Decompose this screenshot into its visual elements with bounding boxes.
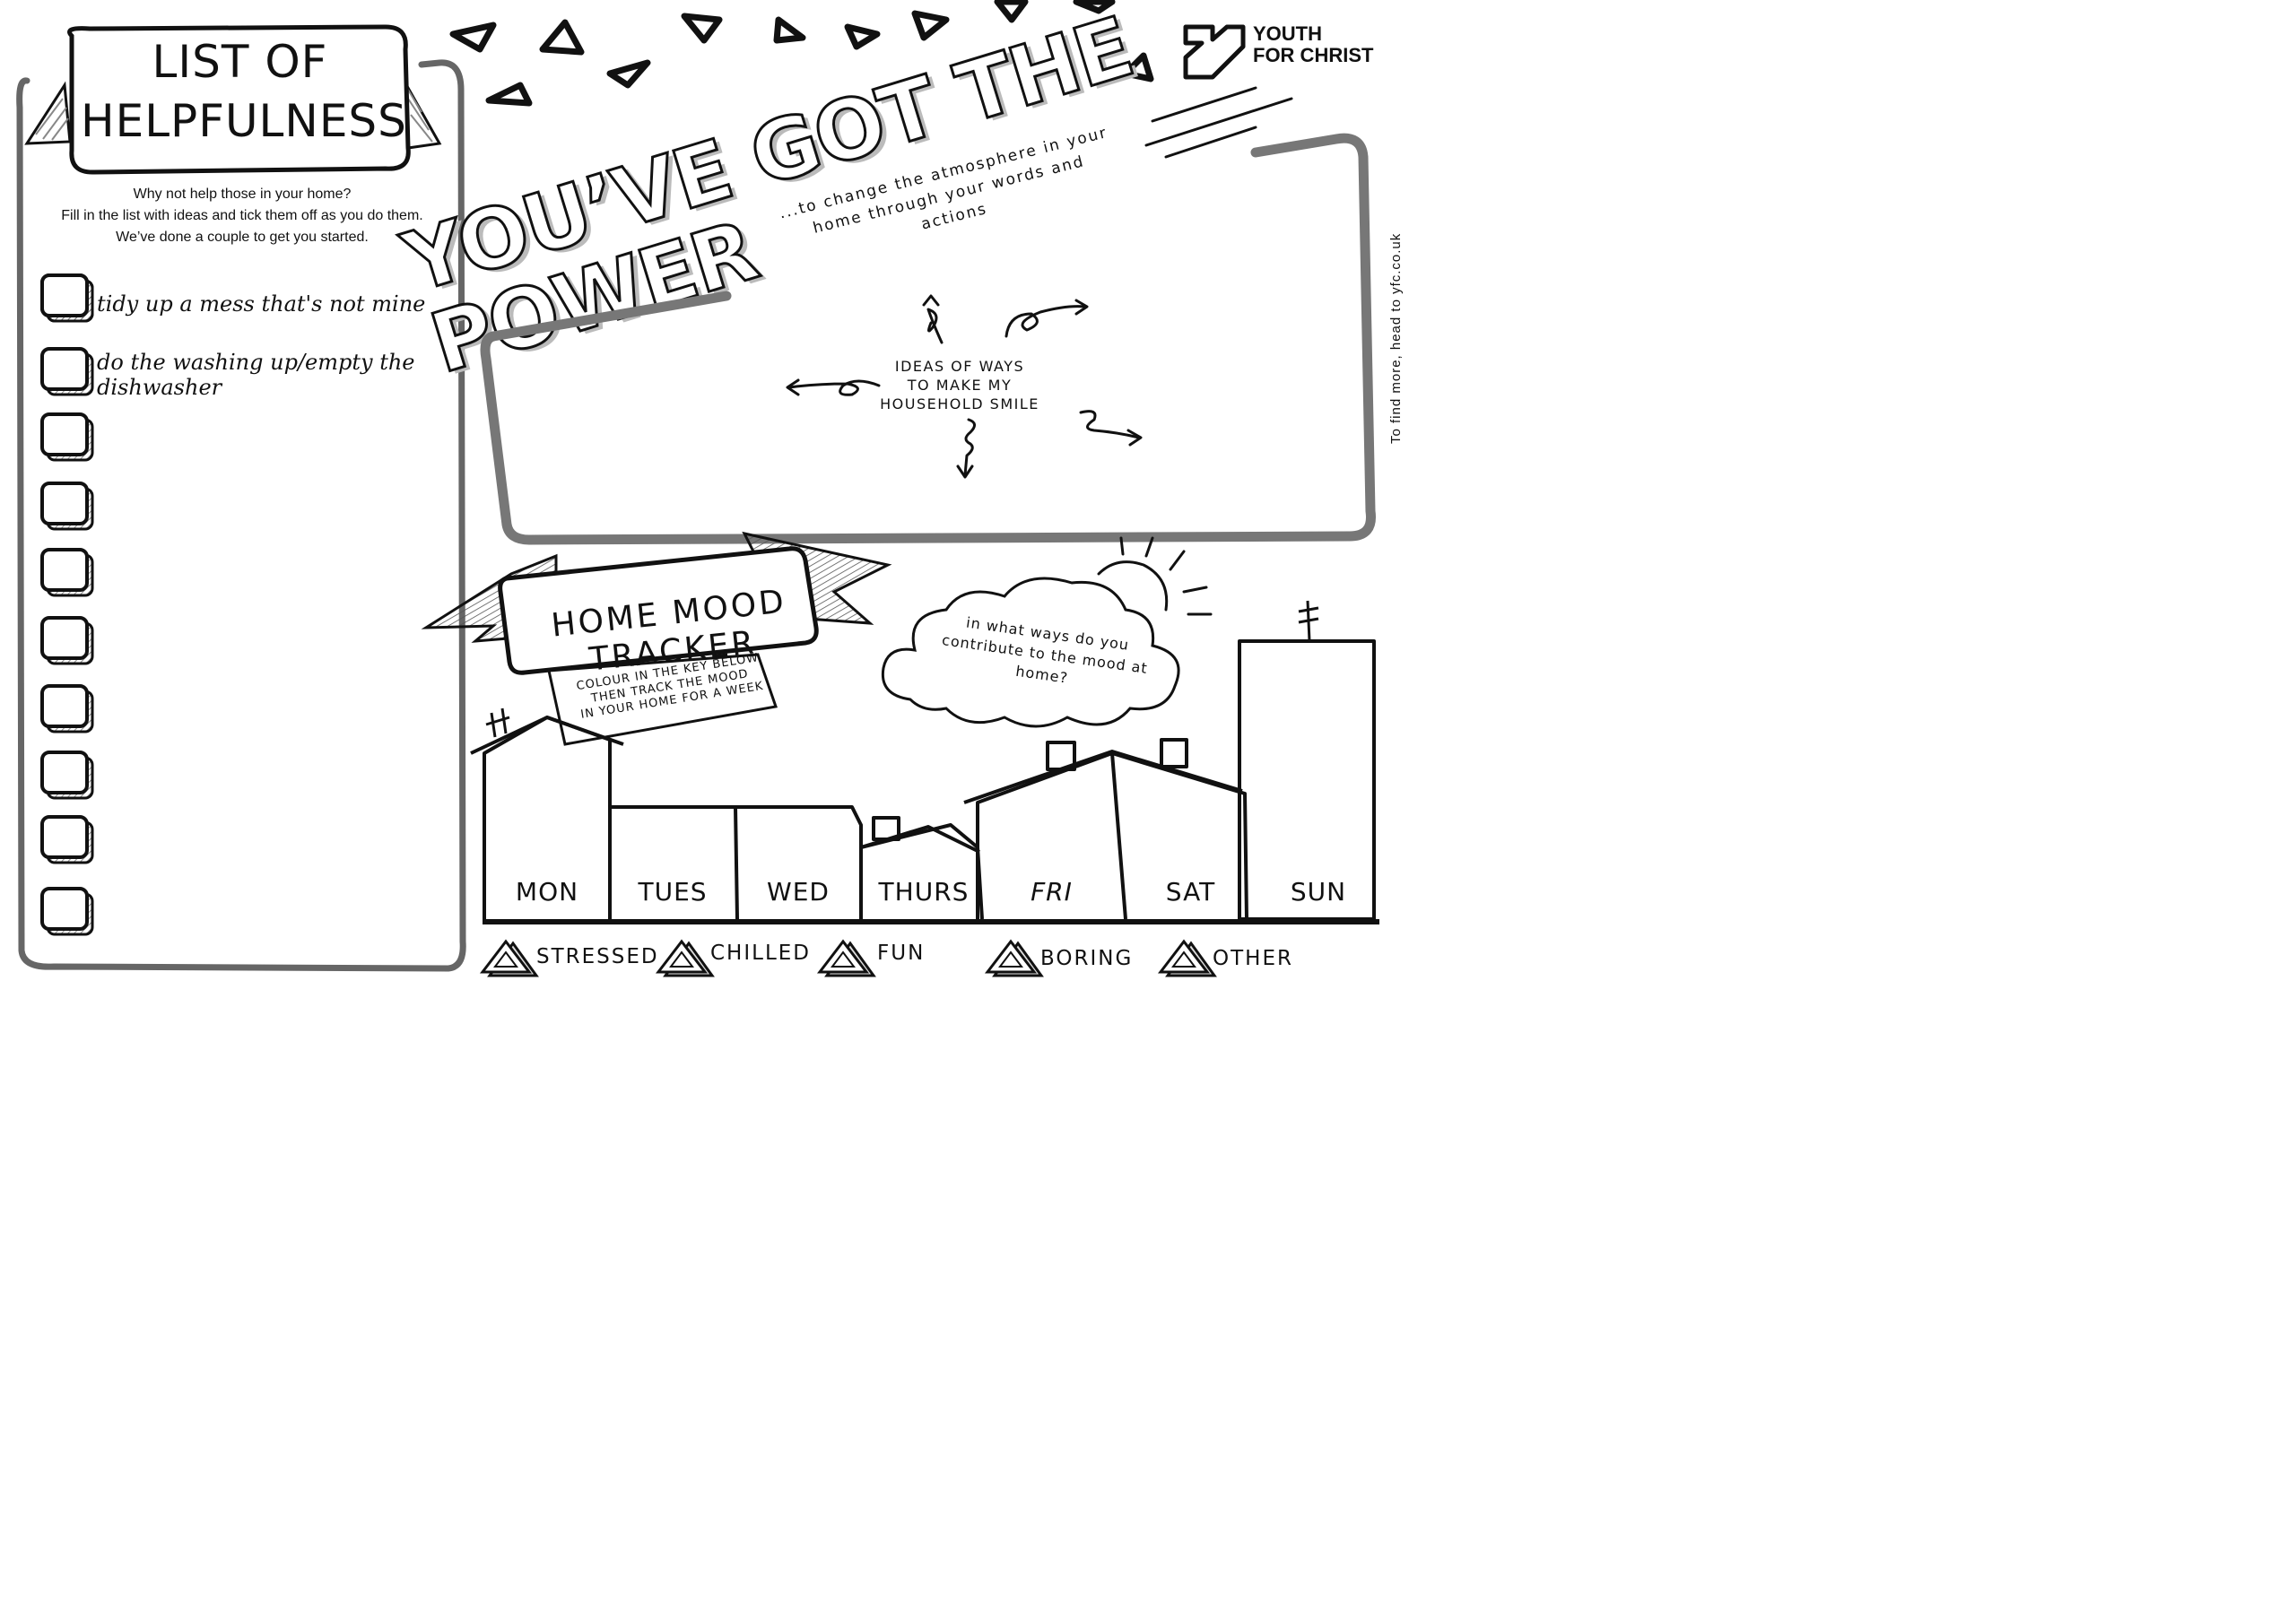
list-item-2-line1: do the washing up/empty the: [97, 350, 415, 375]
checkbox-4[interactable]: [40, 482, 94, 531]
ideas-arrows: [786, 294, 1143, 479]
triangle-icon: [485, 82, 533, 107]
day-label-thurs: THURS: [878, 877, 970, 907]
list-item-2-line2: dishwasher: [97, 375, 222, 400]
antenna-icon: [485, 707, 510, 738]
chimney-icon: [872, 816, 900, 841]
triangle-icon: [844, 23, 881, 50]
curly-arrow-icon: [1079, 410, 1141, 439]
checkbox-2[interactable]: [40, 347, 94, 396]
checkbox-5[interactable]: [40, 548, 94, 597]
checkbox-column: [40, 273, 94, 936]
day-label-sat: SAT: [1165, 877, 1216, 907]
mood-key-chilled[interactable]: CHILLED: [710, 942, 812, 965]
curly-arrow-icon: [787, 379, 881, 396]
triangle-icon: [681, 13, 723, 44]
logo-line1: YOUTH: [1253, 22, 1322, 45]
sun-icon: [1097, 560, 1169, 612]
checkbox-3[interactable]: [40, 412, 94, 462]
triangle-icon: [773, 16, 806, 44]
ideas-label: IDEAS OF WAYS TO MAKE MY HOUSEHOLD SMILE: [861, 357, 1058, 413]
confetti-triangles: [449, 0, 1293, 159]
day-label-sun: SUN: [1290, 877, 1347, 907]
list-item-1: tidy up a mess that's not mine: [97, 291, 426, 317]
day-label-wed: WED: [767, 877, 830, 907]
tracker-banner: [421, 531, 892, 746]
curly-arrow-icon: [1004, 305, 1087, 338]
logo-line2: FOR CHRIST: [1253, 44, 1374, 66]
checkbox-9[interactable]: [40, 815, 94, 864]
intro-line: Why not help those in your home?: [133, 187, 352, 202]
checkbox-1[interactable]: [40, 273, 94, 323]
house-sat: [1111, 751, 1248, 920]
list-item-2: do the washing up/empty the dishwasher: [97, 350, 415, 400]
checkbox-8[interactable]: [40, 751, 94, 800]
mood-key-stressed[interactable]: STRESSED: [536, 945, 659, 968]
intro-line: Fill in the list with ideas and tick the…: [61, 208, 423, 223]
triangle-icon: [606, 59, 651, 89]
mood-key-other[interactable]: OTHER: [1213, 947, 1293, 970]
chimney-icon: [1160, 738, 1188, 768]
list-title-line1: LIST OF: [152, 36, 328, 88]
curly-arrow-icon: [963, 418, 976, 477]
triangle-icon: [1073, 0, 1116, 14]
chimney-icon: [1046, 741, 1076, 771]
mood-key-boring[interactable]: BORING: [1040, 947, 1134, 970]
yfc-logo-text: YOUTH FOR CHRIST: [1253, 23, 1373, 66]
sun-cloud: [881, 536, 1213, 728]
ideas-label-line: HOUSEHOLD SMILE: [880, 395, 1039, 412]
ribbon-tail-left: [24, 81, 72, 145]
house-thurs: [860, 823, 984, 920]
list-intro: Why not help those in your home? Fill in…: [18, 184, 466, 248]
triangle-icon: [449, 22, 497, 53]
intro-line: We’ve done a couple to get you started.: [116, 230, 369, 245]
ideas-label-line: IDEAS OF WAYS: [894, 358, 1025, 375]
ideas-label-line: TO MAKE MY: [907, 377, 1013, 394]
mood-key-fun[interactable]: FUN: [877, 942, 926, 965]
side-note: To find more, head to yfc.co.uk: [1388, 232, 1404, 444]
houses-drawing: [470, 600, 1379, 924]
mood-key: STRESSED CHILLED FUN BORING OTHER: [475, 942, 1399, 977]
triangle-icon: [994, 0, 1029, 23]
checkbox-6[interactable]: [40, 616, 94, 665]
helpfulness-panel-frame: [16, 24, 466, 972]
triangle-icon: [1122, 52, 1154, 82]
triangle-icon: [539, 19, 585, 56]
list-title-line2: HELPFULNESS: [81, 95, 407, 147]
day-label-mon: MON: [515, 877, 579, 907]
yfc-logo-icon: [1183, 24, 1246, 80]
antenna-icon: [1298, 600, 1319, 642]
house-tues-wed: [608, 805, 863, 919]
house-fri: [976, 751, 1127, 920]
day-label-tues: TUES: [638, 877, 708, 907]
day-label-fri: FRI: [1031, 877, 1073, 907]
checkbox-7[interactable]: [40, 684, 94, 733]
curly-arrow-icon: [926, 308, 944, 344]
checkbox-10[interactable]: [40, 887, 94, 936]
triangle-icon: [911, 10, 950, 41]
cloud-icon: [881, 577, 1180, 728]
day-labels: MON TUES WED THURS FRI SAT SUN: [484, 877, 1363, 913]
ideas-box-frame: [480, 133, 1376, 545]
